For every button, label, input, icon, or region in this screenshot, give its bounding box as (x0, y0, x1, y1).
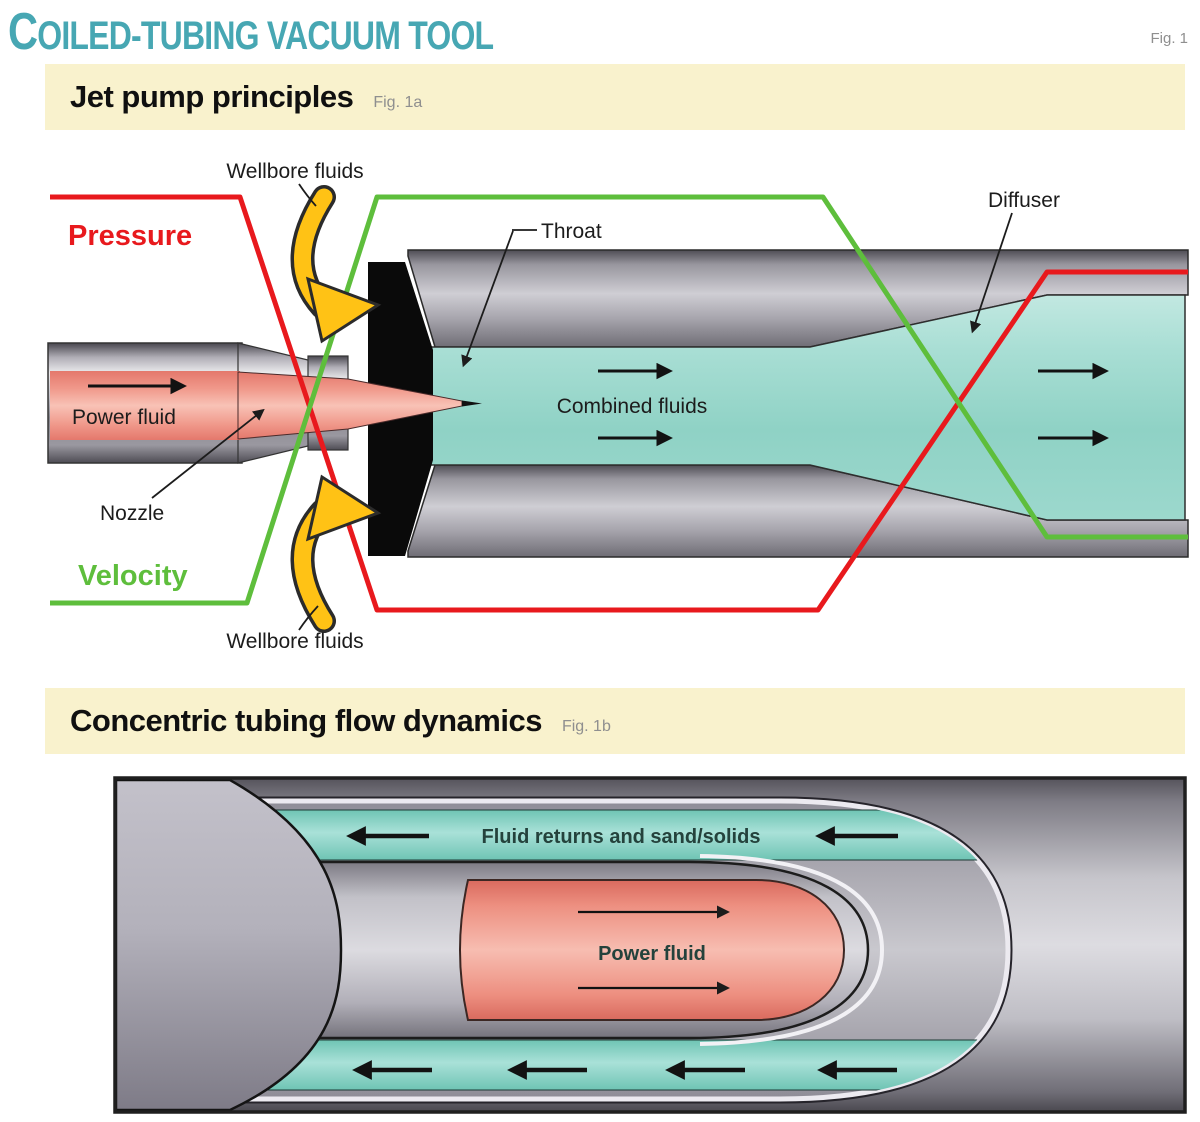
fig1a-fig-label: Fig. 1a (373, 94, 423, 111)
nozzle-leader (151, 408, 265, 499)
diffuser-leader (970, 212, 1013, 334)
wellbore-top-leader (298, 183, 317, 207)
wellbore-fluids-top-label: Wellbore fluids (226, 160, 363, 183)
pressure-curve (50, 194, 1188, 613)
figure-1-label: Fig. 1 (1150, 30, 1188, 47)
fig1b-heading: Concentric tubing flow dynamics (70, 703, 542, 738)
diffuser-label: Diffuser (988, 189, 1060, 212)
combined-fluids-label: Combined fluids (557, 395, 708, 418)
fig1b-fig-label: Fig. 1b (561, 718, 611, 735)
fig1b-frame (113, 776, 1187, 1114)
velocity-curve (50, 194, 1188, 606)
power-fluid-column (459, 879, 846, 1021)
velocity-label: Velocity (78, 560, 188, 592)
fluid-returns-label: Fluid returns and sand/solids (482, 826, 761, 848)
wellbore-bottom-leader (298, 605, 319, 631)
power-fluid-feed (50, 371, 240, 440)
page-title: Coiled-tubing vacuum tool (8, 3, 494, 61)
leader-lines (151, 183, 1013, 631)
fig1a-heading: Jet pump principles (70, 79, 354, 114)
throat-leader (461, 230, 514, 368)
wellbore-inflow-arrow-top (290, 185, 382, 344)
pressure-label: Pressure (68, 220, 192, 252)
fig1b-flow-arrows (346, 826, 898, 1080)
wellbore-inflow-arrow-bottom (290, 474, 382, 633)
nozzle-tip (462, 400, 482, 407)
wellbore-fluids-bottom-label: Wellbore fluids (226, 630, 363, 653)
flow-arrows (88, 362, 1109, 447)
return-annulus-bottom (230, 1039, 1008, 1091)
pump-body (407, 249, 1189, 558)
fig1a-banner: Jet pump principles Fig. 1a (45, 64, 1185, 130)
throat-label: Throat (541, 220, 602, 243)
power-fluid-tube (47, 342, 482, 464)
concentric-tubing-diagram: Fluid returns and sand/solids Power flui… (113, 776, 1187, 1114)
nozzle-label: Nozzle (100, 502, 164, 525)
fig1b-banner: Concentric tubing flow dynamics Fig. 1b (45, 688, 1185, 754)
inner-tubing-wall-highlight (699, 854, 885, 1046)
jet-pump-diagram: Pressure Velocity Wellbore fluids Wellbo… (47, 160, 1189, 653)
casing-end-dome (116, 779, 343, 1111)
power-fluid-label-1b: Power fluid (598, 943, 706, 965)
power-fluid-label: Power fluid (72, 406, 176, 429)
